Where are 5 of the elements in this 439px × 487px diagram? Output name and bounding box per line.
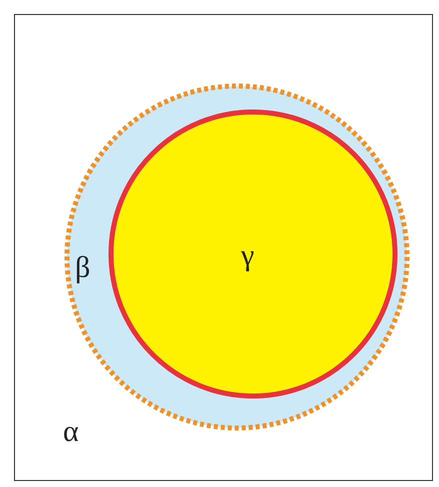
region-label: γ — [241, 241, 254, 271]
region-label: α — [63, 417, 79, 447]
diagram-frame — [14, 14, 433, 481]
region-label: β — [75, 253, 90, 283]
solid-circle — [108, 109, 398, 399]
